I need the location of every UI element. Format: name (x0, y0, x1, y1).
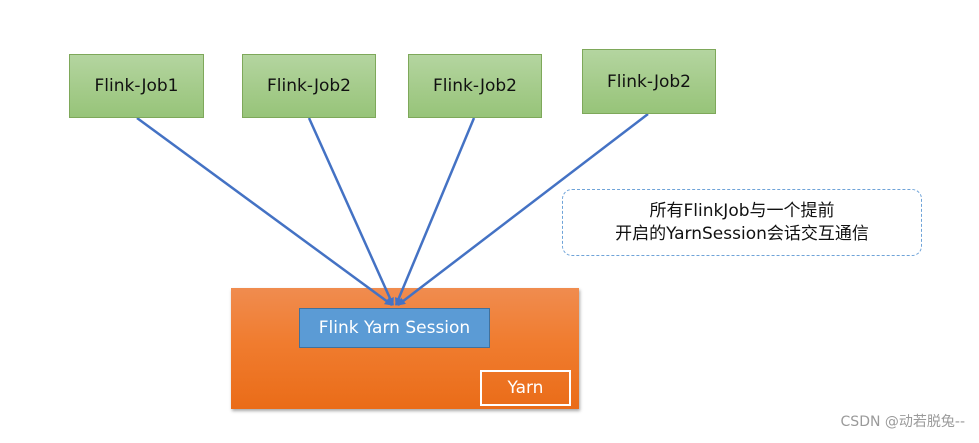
note-line-2: 开启的YarnSession会话交互通信 (615, 223, 869, 244)
arrow-job2-to-session (307, 117, 395, 306)
arrow-job1-to-session (136, 116, 393, 307)
flink-job-node-2: Flink-Job2 (242, 54, 376, 118)
arrow-job3-to-session (394, 117, 476, 306)
annotation-note: 所有FlinkJob与一个提前 开启的YarnSession会话交互通信 (562, 189, 922, 256)
note-line-1: 所有FlinkJob与一个提前 (649, 200, 835, 221)
arrow-job4-to-session (397, 113, 649, 306)
flink-job-node-3: Flink-Job2 (408, 54, 542, 118)
watermark: CSDN @动若脱兔-- (840, 414, 965, 430)
flink-job-node-1: Flink-Job1 (69, 54, 204, 118)
yarn-label-box: Yarn (480, 370, 571, 406)
flink-yarn-session-node: Flink Yarn Session (299, 308, 490, 348)
flink-job-node-4: Flink-Job2 (582, 49, 716, 114)
